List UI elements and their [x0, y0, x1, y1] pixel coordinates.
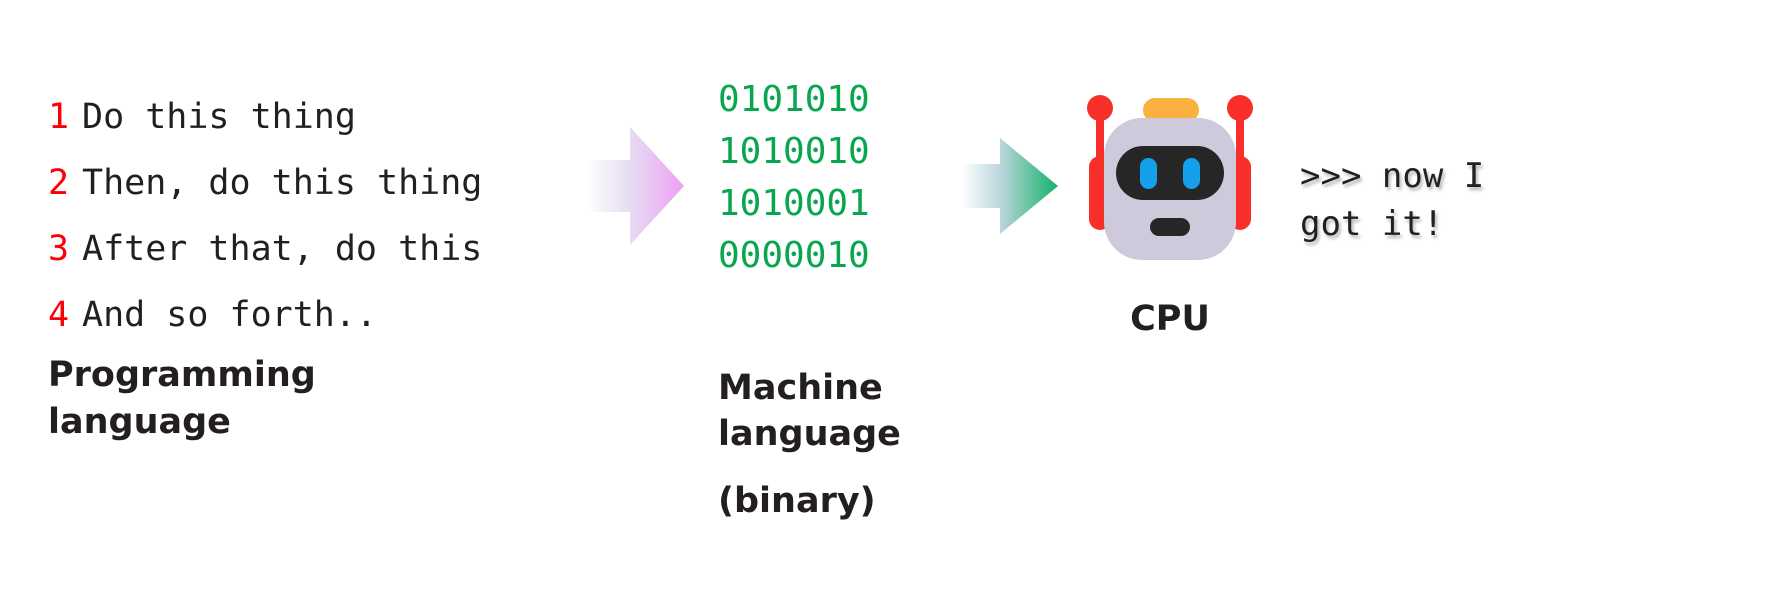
binary-line: 1010001 [718, 183, 870, 224]
code-line-text: Do this thing [82, 97, 356, 137]
machine-language-label-main: Machine language [718, 367, 901, 455]
code-line-text: Then, do this thing [82, 163, 483, 203]
code-line-text: And so forth.. [82, 295, 378, 335]
code-line-number: 3 [48, 229, 70, 269]
binary-line: 0000010 [718, 235, 870, 276]
robot-visor [1116, 146, 1224, 200]
code-line: 4 And so forth.. [48, 282, 588, 348]
robot-crest [1143, 98, 1199, 122]
code-listing: 1 Do this thing 2 Then, do this thing 3 … [48, 84, 588, 348]
code-line: 2 Then, do this thing [48, 150, 588, 216]
code-line-number: 4 [48, 295, 70, 335]
code-line-number: 1 [48, 97, 70, 137]
programming-language-label: Programming language [48, 355, 316, 442]
cpu-label: CPU [1130, 299, 1210, 339]
robot-eye-left [1140, 158, 1157, 189]
robot-icon [1082, 92, 1258, 268]
code-line-text: After that, do this [82, 229, 483, 269]
cpu-output-text: >>> now I got it! [1300, 156, 1485, 244]
arrow-binary-to-cpu-icon [962, 138, 1058, 234]
machine-language-label: Machine language (binary) [718, 318, 1018, 571]
code-line: 1 Do this thing [48, 84, 588, 150]
robot-eye-right [1183, 158, 1200, 189]
binary-line: 0101010 [718, 79, 870, 120]
binary-listing: 0101010 1010010 1010001 0000010 [718, 74, 948, 282]
machine-language-label-binary: (binary) [718, 480, 876, 521]
arrow-code-to-binary-icon [586, 127, 684, 245]
binary-line: 1010010 [718, 131, 870, 172]
code-line-number: 2 [48, 163, 70, 203]
code-line: 3 After that, do this [48, 216, 588, 282]
robot-mouth [1150, 218, 1190, 236]
